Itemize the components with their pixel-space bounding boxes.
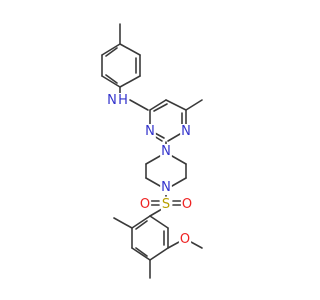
bond — [167, 133, 181, 142]
nh-nitrogen-label: N — [107, 93, 117, 108]
atom-label-background — [117, 93, 129, 108]
sulfonyl-oxygen-right-label: O — [182, 197, 192, 212]
piperazine-nitrogen-bottom-label: N — [161, 180, 171, 195]
bond — [149, 208, 163, 217]
bond — [145, 177, 161, 187]
bond — [101, 75, 121, 88]
bond — [149, 247, 169, 261]
bond — [149, 99, 167, 111]
atom-label-background — [160, 197, 172, 212]
sulfonyl-oxygen-left-label: O — [140, 197, 150, 212]
sulfur-label: S — [162, 197, 170, 212]
bond — [145, 155, 161, 165]
molecule-structure-diagram: N H N N N N S O O O — [101, 23, 203, 279]
bond — [135, 247, 148, 257]
atom-label-background — [180, 197, 194, 212]
bond — [131, 247, 151, 261]
pyrimidine-nitrogen-bottom-label: N — [145, 124, 155, 139]
bond — [190, 241, 203, 249]
pyrimidine-nitrogen-top-label: N — [181, 124, 191, 139]
atom-label-background — [160, 144, 172, 159]
atom-label-background — [180, 124, 192, 139]
bond — [165, 99, 187, 111]
bond — [135, 220, 148, 230]
atom-label-background — [106, 93, 118, 108]
atom-label-background — [138, 197, 152, 212]
bond — [167, 241, 180, 249]
bond — [129, 99, 149, 111]
bond — [119, 75, 141, 88]
bond — [101, 43, 121, 56]
bond — [171, 155, 187, 165]
atom-label-background — [160, 180, 172, 195]
atom-label-background — [144, 124, 156, 139]
methoxy-oxygen-label: O — [180, 232, 190, 247]
bond — [171, 177, 187, 187]
bond — [105, 47, 118, 57]
nh-hydrogen-label: H — [118, 93, 128, 108]
bond — [153, 103, 168, 112]
bond — [119, 43, 141, 56]
piperazine-nitrogen-top-label: N — [161, 144, 171, 159]
atom-label-background — [178, 232, 192, 247]
bond — [149, 215, 169, 229]
bond — [185, 99, 203, 111]
bond — [113, 217, 133, 229]
bond — [131, 215, 151, 229]
atom-label-layer: N H N N N N S O O O — [106, 93, 194, 247]
bond — [105, 74, 118, 84]
